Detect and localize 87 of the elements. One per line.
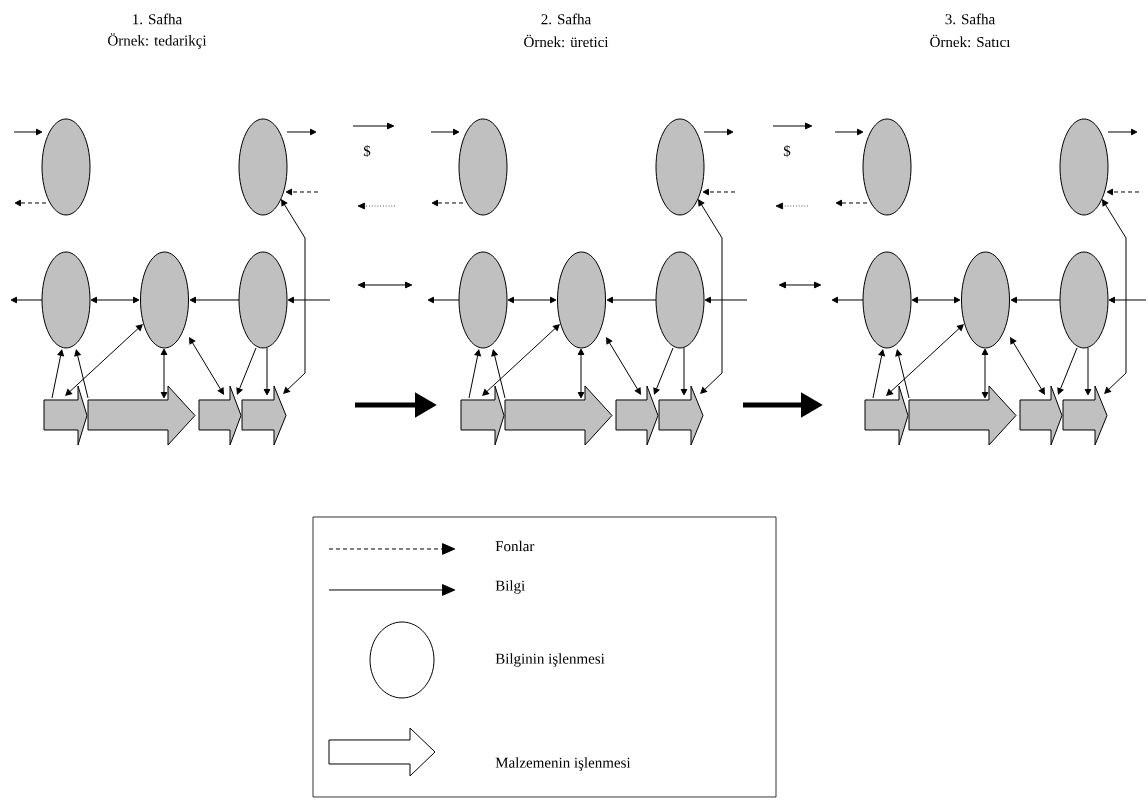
- process-block: [43, 385, 88, 446]
- ellipse: [41, 251, 91, 349]
- arrow: [286, 128, 317, 136]
- ellipse: [961, 251, 1010, 349]
- ellipse: [238, 251, 288, 349]
- arrow: [74, 349, 89, 399]
- arrow: [834, 128, 864, 136]
- arrow: [835, 199, 868, 207]
- arrow: [704, 296, 748, 304]
- arrow: [10, 296, 43, 304]
- arrow: [1108, 296, 1147, 304]
- arrow: [285, 188, 319, 196]
- dollar-sign: $: [783, 145, 791, 157]
- arrow: [236, 347, 257, 395]
- arrow: [281, 199, 306, 394]
- arrow: [189, 337, 224, 395]
- stage-heading: 1. Safha: [133, 13, 182, 25]
- process-block: [615, 385, 659, 446]
- legend-label: Bilginin işlenmesi: [495, 653, 605, 667]
- process-block: [1019, 385, 1063, 446]
- arrow: [1102, 199, 1127, 394]
- arrow: [911, 296, 961, 304]
- stage-heading: Örnek: Satıcı: [930, 34, 1011, 48]
- arrow: [1084, 347, 1092, 396]
- process-block: [504, 385, 613, 446]
- ellipse: [458, 118, 508, 216]
- ellipse: [862, 251, 912, 349]
- process-block: [460, 385, 505, 446]
- process-block: [864, 385, 909, 446]
- arrow: [14, 199, 47, 207]
- legend-label: Malzemenin işlenmesi: [495, 757, 631, 771]
- arrow: [886, 324, 964, 396]
- arrow: [895, 349, 910, 399]
- arrow: [680, 347, 688, 396]
- stage-heading: Örnek: üretici: [524, 34, 609, 48]
- ellipse: [655, 118, 705, 216]
- ellipse: [862, 118, 912, 216]
- ellipse: [41, 118, 91, 216]
- process-block: [1062, 385, 1108, 446]
- arrow: [1106, 188, 1140, 196]
- ellipse: [557, 251, 606, 349]
- arrow: [430, 128, 460, 136]
- ellipse: [1059, 118, 1109, 216]
- arrow: [160, 348, 168, 399]
- process-block: [241, 385, 287, 446]
- stage-heading: 2. Safha: [541, 13, 591, 25]
- arrow: [507, 296, 557, 304]
- ellipse: [1059, 251, 1109, 349]
- arrow: [51, 349, 64, 399]
- process-block: [87, 385, 196, 446]
- arrow: [1010, 296, 1061, 304]
- arrow: [577, 348, 585, 399]
- arrow: [468, 349, 481, 399]
- arrow: [653, 347, 674, 395]
- arrow: [606, 296, 657, 304]
- arrow: [981, 348, 989, 399]
- arrow: [13, 128, 43, 136]
- legend-label: Bilgi: [495, 580, 525, 594]
- ellipse: [655, 251, 705, 349]
- process-block: [198, 385, 242, 446]
- arrow: [90, 296, 140, 304]
- arrow: [698, 199, 723, 394]
- stage-heading: 3. Safha: [945, 13, 995, 25]
- arrow: [606, 337, 641, 395]
- arrow: [189, 296, 240, 304]
- arrow: [65, 324, 143, 396]
- stage-heading: Örnek: tedarikçi: [108, 33, 207, 49]
- arrow: [491, 349, 506, 399]
- arrow: [263, 347, 271, 396]
- arrow: [1010, 337, 1045, 395]
- ellipse: [458, 251, 508, 349]
- arrow: [872, 349, 885, 399]
- arrow: [431, 199, 464, 207]
- dollar-sign: $: [363, 145, 371, 157]
- arrow: [831, 296, 864, 304]
- process-block: [908, 385, 1017, 446]
- ellipse: [140, 251, 189, 349]
- legend-label: Fonlar: [495, 540, 535, 552]
- arrow: [482, 324, 560, 396]
- arrow: [702, 188, 736, 196]
- arrow: [427, 296, 460, 304]
- arrow: [287, 296, 331, 304]
- process-block: [658, 385, 704, 446]
- arrow: [1107, 128, 1138, 136]
- ellipse: [238, 118, 288, 216]
- arrow: [1057, 347, 1078, 395]
- arrow: [703, 128, 734, 136]
